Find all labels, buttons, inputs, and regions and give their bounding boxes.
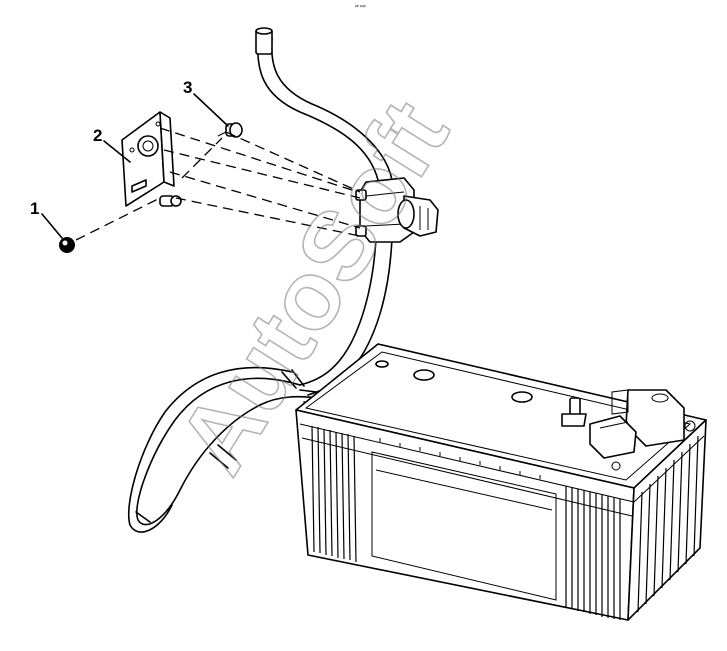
assembly-lines [75, 127, 361, 241]
callout-2: 2 [93, 126, 131, 163]
nut-part-1 [59, 237, 75, 253]
battery-ribs-right [565, 486, 621, 620]
battery-ribs-side [637, 435, 699, 613]
screw-part-3 [217, 122, 243, 138]
callout-label-3: 3 [183, 78, 192, 97]
battery [295, 343, 707, 621]
callout-3: 3 [183, 78, 229, 127]
callout-label-2: 2 [93, 126, 102, 145]
callout-1: 1 [30, 199, 63, 239]
valve-body [355, 177, 439, 243]
header-mark: ᵖᵇ ᵖᵖᵖ [355, 4, 366, 10]
bracket-part-2 [121, 111, 182, 207]
callout-label-1: 1 [30, 199, 39, 218]
battery-ribs-left [311, 425, 357, 563]
